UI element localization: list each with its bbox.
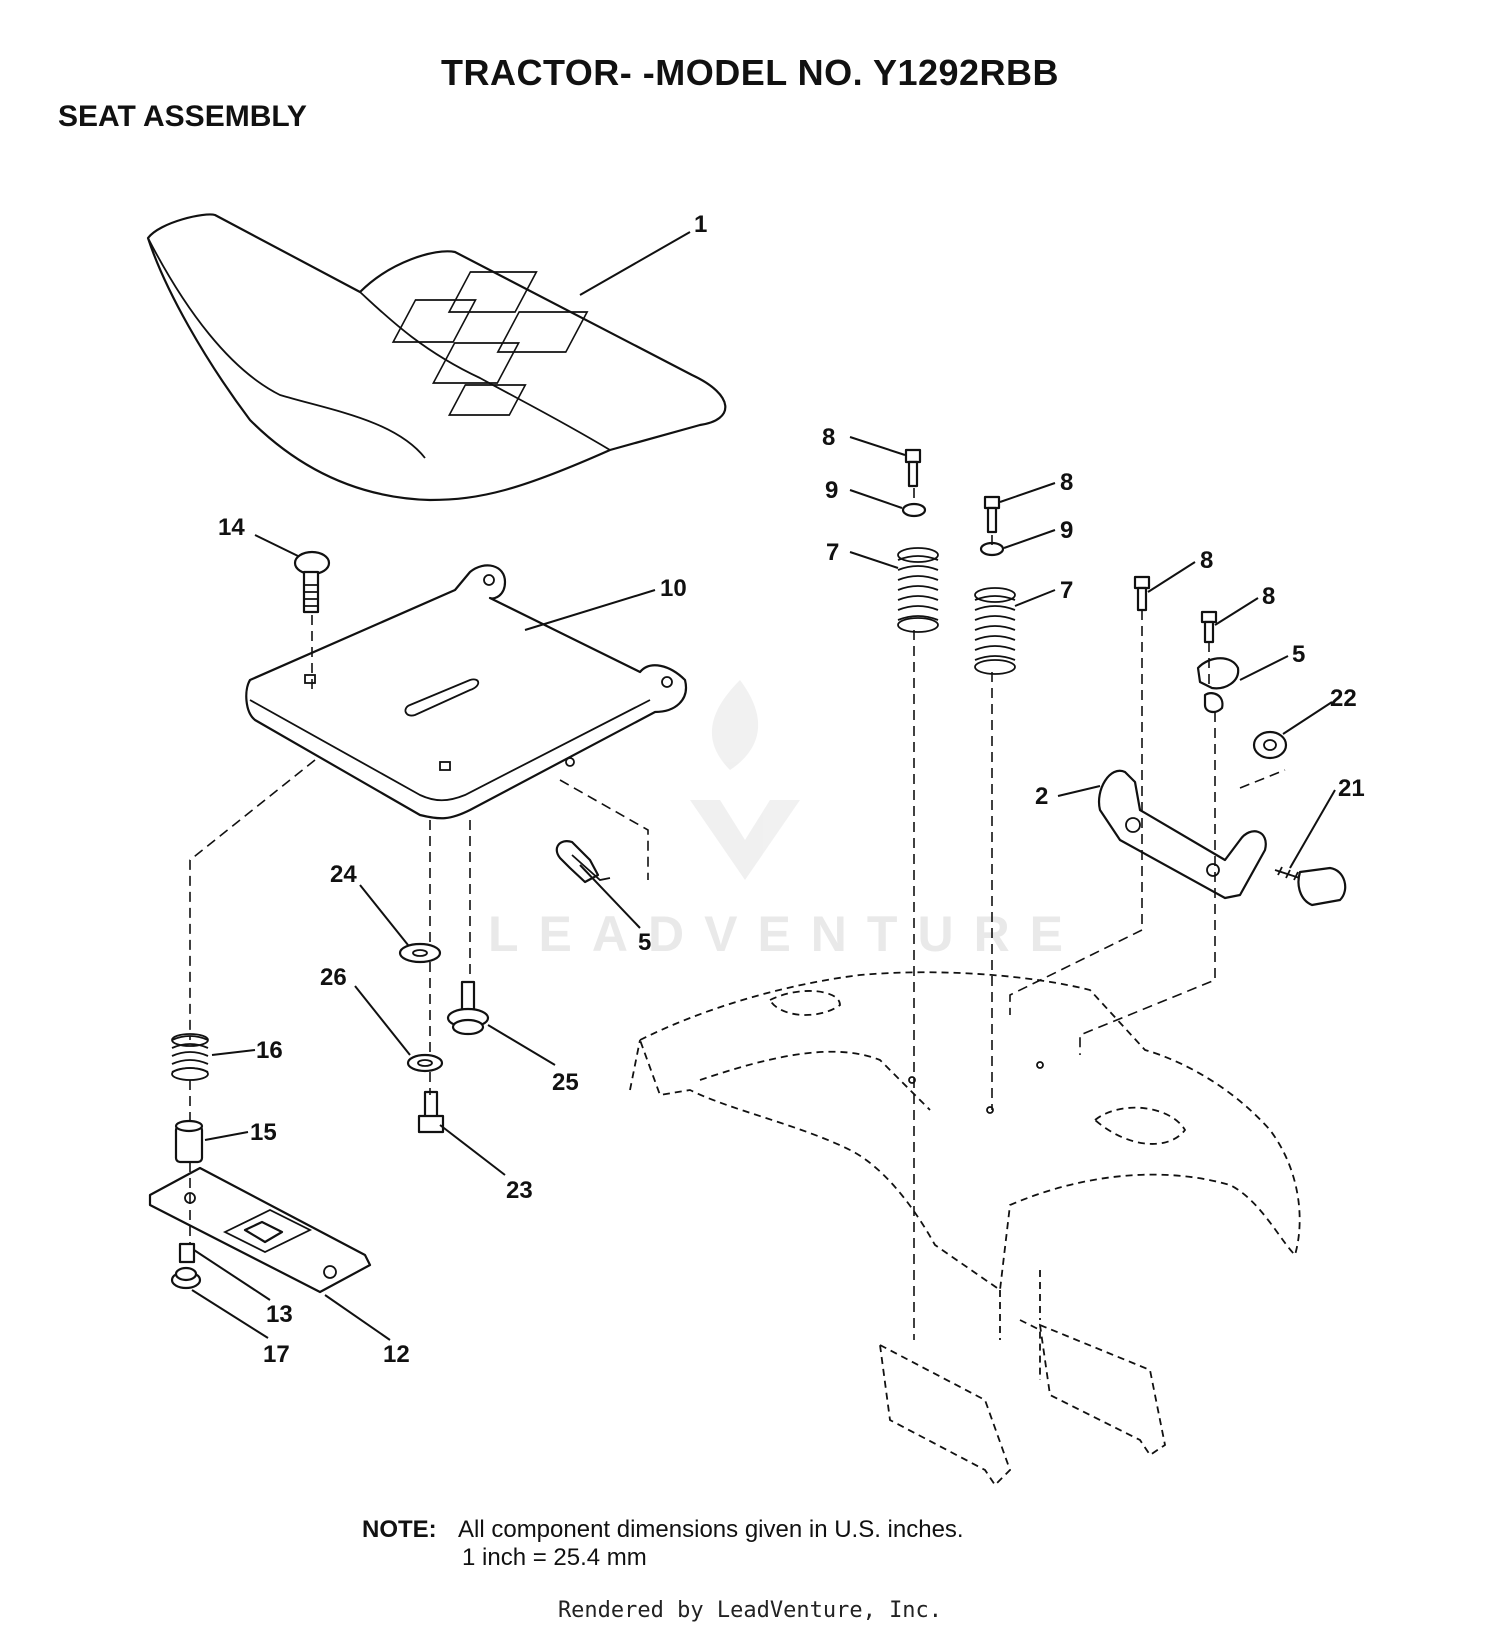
diagram-subtitle: SEAT ASSEMBLY	[58, 100, 307, 133]
callout-2: 2	[1035, 783, 1048, 810]
dimension-note: NOTE: All component dimensions given in U…	[362, 1516, 964, 1572]
callout-8-b: 8	[1060, 469, 1073, 496]
callout-8-a: 8	[822, 424, 835, 451]
washer-part-9-a	[901, 502, 927, 518]
nut-part-13	[178, 1242, 196, 1264]
callout-14: 14	[218, 514, 245, 541]
callout-7-a: 7	[826, 539, 839, 566]
callout-8-c: 8	[1200, 547, 1213, 574]
watermark-logo	[690, 680, 800, 880]
callout-9-b: 9	[1060, 517, 1073, 544]
shoulder-bolt-part-25	[446, 980, 490, 1036]
bolt-part-8-a	[904, 448, 922, 488]
callout-13: 13	[266, 1301, 293, 1328]
footer-credit: Rendered by LeadVenture, Inc.	[557, 1598, 943, 1623]
note-line-2: 1 inch = 25.4 mm	[462, 1544, 647, 1571]
bolt-part-8-b	[983, 495, 1001, 534]
callout-8-d: 8	[1262, 583, 1275, 610]
clip-part-5-left	[555, 840, 611, 884]
bracket-part-2	[1097, 769, 1267, 900]
callout-leaders	[191, 231, 1336, 1341]
spring-part-7-right	[974, 587, 1016, 675]
washer-part-24	[398, 942, 442, 964]
callout-12: 12	[383, 1341, 410, 1368]
callout-21: 21	[1338, 775, 1365, 802]
callout-26: 26	[320, 964, 347, 991]
bolt-part-8-c	[1133, 575, 1151, 612]
flange-nut-part-17	[170, 1266, 202, 1290]
callout-23: 23	[506, 1177, 533, 1204]
bushing-part-15	[174, 1119, 204, 1164]
callout-17: 17	[263, 1341, 290, 1368]
assembly-lines	[189, 488, 1286, 1340]
callout-5-right: 5	[1292, 641, 1305, 668]
knob-bolt-part-21	[1274, 866, 1347, 907]
note-label: NOTE:	[362, 1516, 437, 1543]
bolt-part-23	[417, 1090, 445, 1134]
washer-part-26	[406, 1053, 444, 1073]
callout-7-b: 7	[1060, 577, 1073, 604]
callout-24: 24	[330, 861, 357, 888]
callout-1: 1	[694, 211, 707, 238]
callout-5-left: 5	[638, 929, 651, 956]
callout-labels: 1 14 10 8 9 7 8 9 7 8 8 5 22 2 21 5 24 2…	[218, 211, 1365, 1368]
seat-pan-part-10	[245, 564, 688, 820]
note-line-1: All component dimensions given in U.S. i…	[458, 1516, 964, 1543]
callout-25: 25	[552, 1069, 579, 1096]
diagram-title: TRACTOR- -MODEL NO. Y1292RBB	[440, 52, 1060, 93]
spring-part-7-left	[897, 547, 939, 633]
bolt-part-8-d	[1200, 610, 1218, 644]
callout-15: 15	[250, 1119, 277, 1146]
tractor-fender-outline	[629, 971, 1301, 1487]
watermark-text: LEADVENTURE	[488, 906, 1084, 962]
bracket-plate-part-12	[148, 1166, 372, 1294]
spring-part-16	[171, 1033, 209, 1081]
callout-22: 22	[1330, 685, 1357, 712]
carriage-bolt-part-14	[293, 550, 331, 614]
callout-9-a: 9	[825, 477, 838, 504]
callout-10: 10	[660, 575, 687, 602]
seat-part-1	[146, 213, 727, 502]
callout-16: 16	[256, 1037, 283, 1064]
nut-part-22	[1252, 730, 1288, 760]
clip-part-5-right	[1196, 657, 1240, 714]
